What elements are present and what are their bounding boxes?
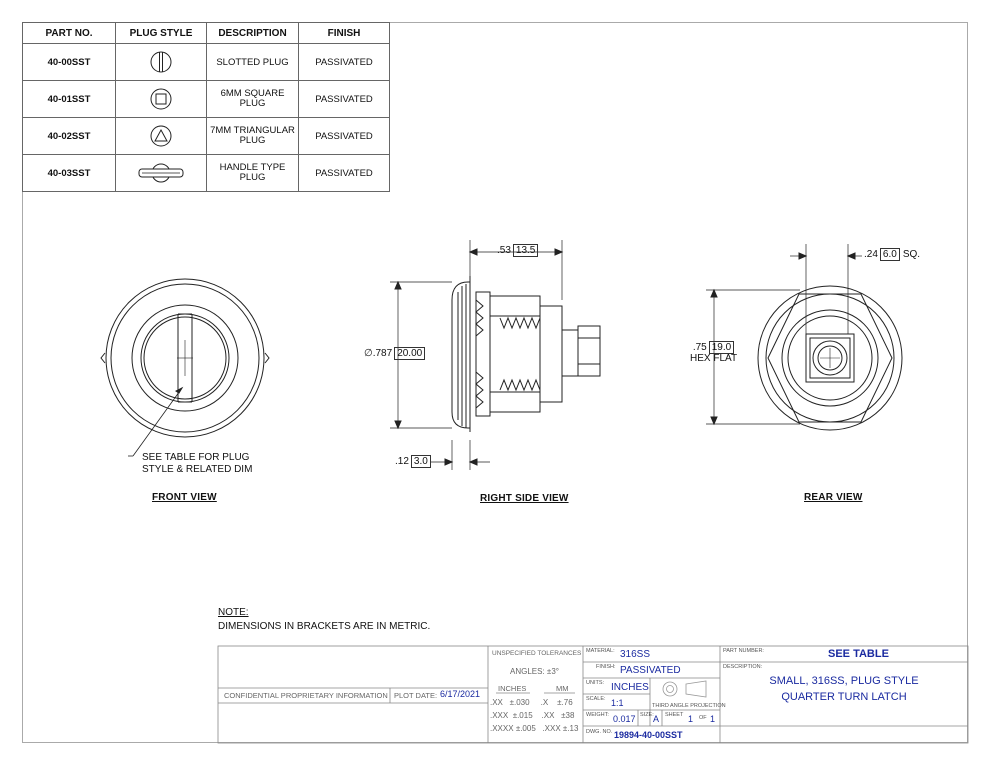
description-line2: QUARTER TURN LATCH	[781, 691, 907, 703]
col-description: DESCRIPTION	[206, 22, 299, 44]
units-label: UNITS:	[586, 680, 605, 686]
right-side-view-label: RIGHT SIDE VIEW	[480, 493, 569, 504]
front-view-label: FRONT VIEW	[152, 492, 217, 503]
inches-header: INCHES	[498, 684, 527, 693]
triangular-plug-icon	[150, 125, 172, 147]
tol-row-3: .XXXX ±.005 .XXX ±.13	[490, 724, 579, 733]
sheet-total: 1	[710, 714, 716, 724]
projection-label: THIRD ANGLE PROJECTION	[652, 703, 726, 709]
part-no-cell: 40-01SST	[22, 80, 116, 118]
note-text: DIMENSIONS IN BRACKETS ARE IN METRIC.	[218, 621, 431, 632]
angles-label: ANGLES: ±3°	[510, 667, 559, 676]
dwg-no-label: DWG. NO.	[586, 729, 613, 735]
plug-style-cell	[115, 80, 207, 118]
col-plug-style: PLUG STYLE	[115, 22, 207, 44]
col-part-no: PART NO.	[22, 22, 116, 44]
of-label: OF	[699, 715, 707, 721]
slotted-plug-icon	[150, 51, 172, 73]
parts-table: PART NO. PLUG STYLE DESCRIPTION FINISH 4…	[22, 22, 390, 192]
finish-value: PASSIVATED	[620, 665, 681, 676]
note-heading: NOTE:	[218, 607, 249, 618]
weight-value: 0.017	[613, 714, 636, 724]
scale-value: 1:1	[611, 698, 624, 708]
finish-cell: PASSIVATED	[298, 43, 390, 81]
tol-row-2: .XXX ±.015 .XX ±38	[490, 711, 575, 720]
plot-date-label: PLOT DATE:	[394, 691, 438, 700]
size-label: SIZE:	[640, 712, 654, 718]
description-line1: SMALL, 316SS, PLUG STYLE	[769, 675, 919, 687]
sheet-label: SHEET	[665, 712, 684, 718]
scale-label: SCALE:	[586, 696, 606, 702]
finish-cell: PASSIVATED	[298, 117, 390, 155]
sheet-number: 1	[688, 714, 694, 724]
plug-style-cell	[115, 43, 207, 81]
description-label: DESCRIPTION:	[723, 664, 763, 670]
plug-callout-line1: SEE TABLE FOR PLUG	[142, 452, 250, 463]
description-cell: SLOTTED PLUG	[206, 43, 299, 81]
plug-style-cell	[115, 154, 207, 192]
part-no-cell: 40-00SST	[22, 43, 116, 81]
size-value: A	[653, 714, 660, 724]
material-label: MATERIAL:	[586, 648, 615, 654]
mm-header: MM	[556, 684, 569, 693]
plot-date-value: 6/17/2021	[440, 689, 481, 699]
handle-plug-icon	[138, 163, 184, 183]
plug-style-cell	[115, 117, 207, 155]
confidential-label: CONFIDENTIAL PROPRIETARY INFORMATION	[224, 691, 388, 700]
finish-label: FINISH:	[596, 664, 616, 670]
table-row: 40-00SST SLOTTED PLUG PASSIVATED	[22, 43, 390, 81]
square-plug-icon	[150, 88, 172, 110]
dwg-no-value: 19894-40-00SST	[614, 730, 683, 740]
part-no-cell: 40-02SST	[22, 117, 116, 155]
units-value: INCHES	[611, 682, 649, 693]
tolerances-title: UNSPECIFIED TOLERANCES	[492, 650, 582, 657]
parts-table-header: PART NO. PLUG STYLE DESCRIPTION FINISH	[22, 22, 390, 44]
part-no-cell: 40-03SST	[22, 154, 116, 192]
tol-row-1: .XX ±.030 .X ±.76	[490, 698, 573, 707]
rear-view-label: REAR VIEW	[804, 492, 863, 503]
finish-cell: PASSIVATED	[298, 154, 390, 192]
part-number-label: PART NUMBER:	[723, 648, 764, 654]
finish-cell: PASSIVATED	[298, 80, 390, 118]
plug-callout-line2: STYLE & RELATED DIM	[142, 464, 253, 475]
part-number-value: SEE TABLE	[828, 648, 889, 660]
material-value: 316SS	[620, 649, 651, 660]
col-finish: FINISH	[298, 22, 390, 44]
weight-label: WEIGHT:	[586, 712, 609, 718]
